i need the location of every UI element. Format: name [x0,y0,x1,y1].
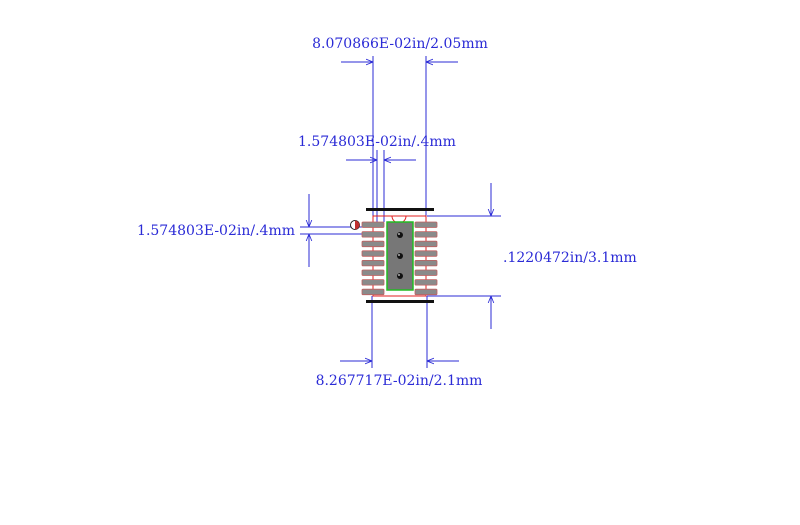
pin-pitch-label: 1.574803E-02in/.4mm [137,223,295,239]
package-footprint [350,208,438,303]
pad-left-5 [361,259,385,267]
pad-right-1 [414,221,438,228]
pads-left [361,221,385,296]
pad-right-2 [414,231,438,238]
via-highlights [398,233,400,276]
bottom-width-label: 8.267717E-02in/2.1mm [316,373,483,389]
dimension-lines [300,56,501,368]
pad-left-4 [361,250,385,257]
top-width-label: 8.070866E-02in/2.05mm [312,36,488,52]
pin-width-label: 1.574803E-02in/.4mm [298,134,456,150]
pad-right-5 [414,259,438,267]
pad-right-7 [414,279,438,286]
pad-left-8 [361,288,385,296]
via-3 [397,273,403,279]
via-3-highlight [398,274,400,276]
pad-right-6 [414,269,438,276]
via-2 [397,253,403,259]
pad-left-1 [361,221,385,228]
pad-left-6 [361,269,385,276]
pad-left-7 [361,279,385,286]
pad-right-4 [414,250,438,257]
silkscreen-bottom-bar [366,300,434,303]
pad-left-2 [361,231,385,238]
via-1 [397,232,403,238]
pad-right-3 [414,240,438,248]
via-2-highlight [398,254,400,256]
body-height-label: .1220472in/3.1mm [503,250,637,266]
via-1-highlight [398,233,400,235]
pin1-marker-fill [355,220,360,230]
pads-right [414,221,438,296]
pad-left-3 [361,240,385,248]
pad-right-8 [414,288,438,296]
silkscreen-top-bar [366,208,434,211]
